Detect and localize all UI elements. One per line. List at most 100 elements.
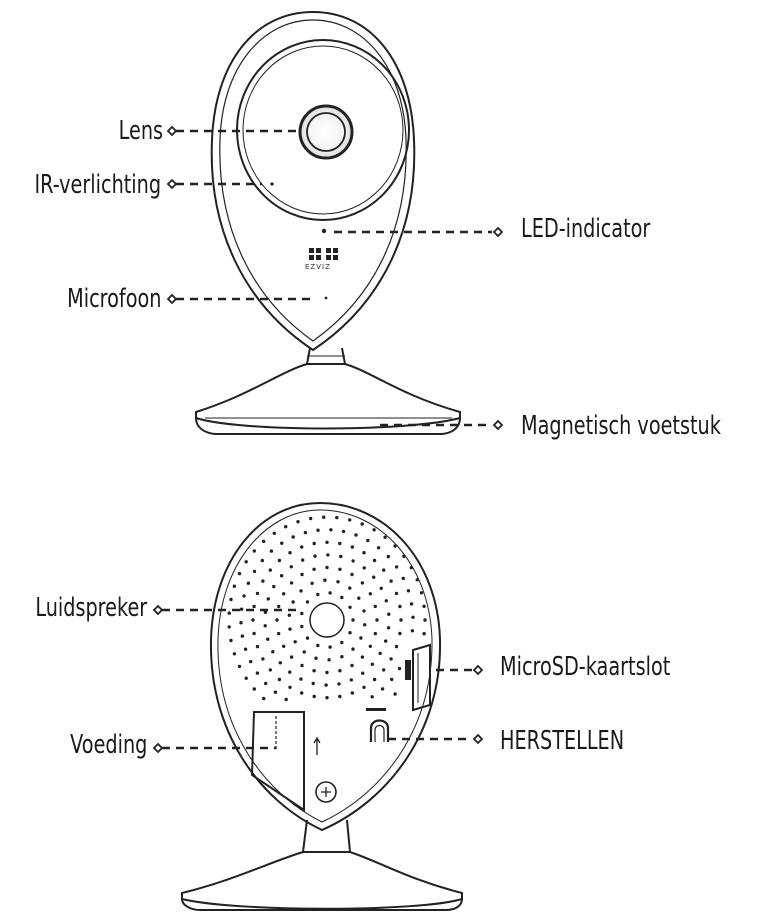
speaker-hole (383, 535, 387, 539)
speaker-hole (278, 661, 282, 665)
speaker-hole (338, 669, 342, 673)
speaker-hole (266, 597, 270, 601)
front-base-dome (195, 363, 461, 430)
speaker-grille (227, 515, 427, 702)
speaker-hole (423, 618, 427, 622)
speaker-hole (350, 572, 354, 577)
front-body-inner (219, 19, 407, 342)
speaker-hole (246, 581, 251, 585)
speaker-hole (255, 671, 260, 675)
speaker-hole (350, 545, 354, 549)
mic-dot (324, 296, 328, 300)
reset-button-shape (369, 719, 390, 742)
speaker-hole (302, 650, 306, 654)
speaker-hole (287, 613, 291, 617)
speaker-hole (300, 545, 304, 549)
back-neck (301, 819, 352, 853)
speaker-hole (312, 541, 316, 546)
back-view (181, 501, 463, 911)
label-microsd-slot: MicroSD-kaartslot (500, 652, 671, 682)
speaker-hole (348, 586, 352, 590)
speaker-hole (279, 574, 284, 578)
speaker-hole (422, 604, 426, 608)
speaker-hole (273, 690, 278, 694)
label-power: Voeding (69, 730, 147, 760)
back-body-inner (217, 509, 433, 823)
speaker-hole (227, 611, 231, 615)
speaker-hole (419, 591, 424, 595)
speaker-hole (372, 677, 377, 682)
speaker-hole (280, 541, 284, 545)
speaker-hole (322, 515, 326, 519)
speaker-hole (261, 657, 265, 661)
speaker-hole (284, 697, 288, 702)
speaker-hole (378, 651, 382, 656)
speaker-hole (422, 632, 426, 636)
speaker-hole (394, 565, 399, 569)
speaker-hole (401, 576, 405, 581)
speaker-hole (282, 592, 286, 596)
speaker-hole (277, 677, 282, 682)
ezviz-logo-icon (309, 248, 338, 260)
speaker-hole (316, 592, 320, 597)
speaker-hole (252, 569, 257, 574)
speaker-hole (366, 538, 370, 543)
speaker-hole (415, 578, 419, 582)
speaker-hole (288, 551, 292, 555)
speaker-hole (372, 528, 376, 532)
speaker-hole (386, 554, 390, 559)
speaker-hole (264, 681, 268, 686)
speaker-hole (340, 640, 344, 645)
speaker-hole (299, 589, 303, 593)
speaker-hole (372, 575, 376, 579)
speaker-hole (232, 652, 237, 656)
speaker-hole (368, 592, 372, 596)
label-led-indicator: LED-indicator (521, 214, 651, 244)
microsd-slot (412, 643, 431, 712)
speaker-hole (252, 687, 256, 691)
speaker-center (309, 602, 345, 638)
speaker-hole (351, 647, 355, 651)
speaker-hole (348, 605, 352, 609)
front-base-plate (195, 417, 461, 435)
label-speaker: Luidspreker (35, 593, 147, 623)
speaker-hole (227, 625, 231, 629)
speaker-hole (249, 659, 253, 664)
speaker-hole (394, 591, 399, 596)
speaker-hole (277, 631, 281, 636)
speaker-hole (402, 554, 406, 558)
ir-dot (270, 182, 274, 186)
screw-icon (315, 781, 337, 803)
speaker-hole (410, 629, 415, 633)
speaker-hole (399, 618, 403, 622)
speaker-hole (305, 600, 310, 604)
speaker-hole (303, 530, 308, 535)
speaker-hole (252, 604, 256, 609)
speaker-hole (237, 664, 242, 669)
speaker-hole (239, 621, 243, 625)
usb-icon (313, 736, 321, 755)
speaker-hole (288, 627, 292, 631)
speaker-hole (359, 636, 363, 640)
speaker-hole (244, 676, 248, 680)
speaker-hole (305, 636, 310, 640)
speaker-hole (262, 696, 266, 701)
speaker-hole (289, 565, 293, 569)
speaker-hole (406, 589, 411, 593)
speaker-hole (379, 586, 383, 590)
speaker-hole (351, 559, 355, 563)
speaker-hole (398, 604, 402, 609)
speaker-hole (251, 618, 255, 622)
speaker-hole (323, 578, 327, 582)
speaker-hole (362, 685, 366, 689)
speaker-hole (240, 634, 245, 638)
speaker-hole (229, 597, 233, 602)
speaker-hole (409, 602, 414, 606)
speaker-hole (275, 618, 279, 622)
speaker-hole (311, 681, 315, 686)
speaker-hole (373, 604, 377, 609)
speaker-hole (325, 696, 329, 700)
speaker-hole (289, 581, 294, 585)
speaker-hole (362, 609, 366, 613)
label-ir-lighting: IR-verlichting (34, 170, 161, 200)
